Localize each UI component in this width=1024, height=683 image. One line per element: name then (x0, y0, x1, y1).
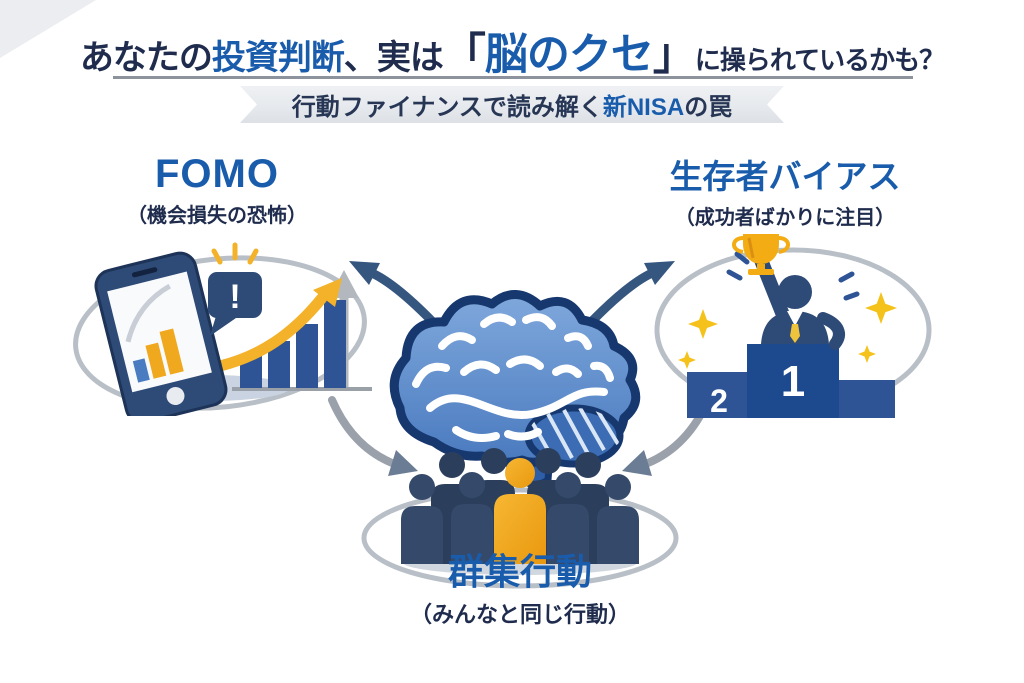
herd-title: 群集行動 (447, 551, 592, 592)
title-highlight-brain-habit: 脳のクセ (484, 31, 654, 79)
banner-highlight-nisa: 新NISA (602, 94, 685, 121)
fomo-ellipse-outline (73, 255, 367, 411)
emphasis-dashes (726, 251, 860, 301)
alert-exclamation: ! (229, 278, 240, 316)
brain-folds (412, 313, 614, 442)
fomo-title: FOMO (155, 152, 279, 196)
alert-bubble-icon: ! (208, 242, 262, 336)
fomo-subtitle: （機会損失の恐怖） (127, 205, 307, 227)
highlighted-person-icon (494, 458, 546, 564)
title-bracket-close: 」 (652, 31, 696, 79)
podium-rank-2: 2 (710, 383, 728, 418)
trophy-icon (732, 234, 790, 275)
survivorship-title: 生存者バイアス (669, 158, 901, 195)
title-divider-line (113, 76, 913, 79)
banner-suffix: の罠 (684, 94, 733, 121)
podium-rank-1: 1 (781, 357, 805, 406)
banner-prefix: 行動ファイナンスで読み解く (291, 94, 603, 121)
survivorship-illustration: 2 1 (654, 234, 932, 418)
survivorship-subtitle: （成功者ばかりに注目） (674, 206, 896, 229)
sparkle-icons (678, 292, 897, 369)
crowd-icon (401, 448, 639, 564)
person-icon (401, 472, 639, 564)
fomo-label: FOMO （機会損失の恐怖） (72, 153, 362, 228)
growth-arrow-icon (214, 278, 342, 372)
smartphone-icon (94, 251, 228, 416)
title-highlight-investment: 投資判断 (211, 39, 345, 77)
herd-illustration (361, 448, 679, 589)
page-title: あなたの 投資判断 、実は 「 脳のクセ 」 に操られているかも？ (0, 20, 1024, 82)
title-middle: 、実は (343, 39, 444, 77)
herd-ellipse-outline (361, 487, 679, 589)
title-prefix: あなたの (79, 39, 213, 77)
fomo-illustration: ! (73, 242, 372, 416)
subtitle-ribbon: 行動ファイナンスで読み解く 新NISA の罠 (240, 86, 784, 123)
title-bracket-open: 「 (442, 31, 486, 79)
survivorship-label: 生存者バイアス （成功者ばかりに注目） (632, 158, 938, 230)
podium-icon: 2 1 (687, 344, 895, 418)
herd-label: 群集行動 （みんなと同じ行動） (370, 553, 670, 629)
arrow-to-herd-left-icon (328, 396, 418, 476)
title-suffix: に操られているかも？ (694, 45, 945, 75)
herd-subtitle: （みんなと同じ行動） (409, 601, 630, 627)
